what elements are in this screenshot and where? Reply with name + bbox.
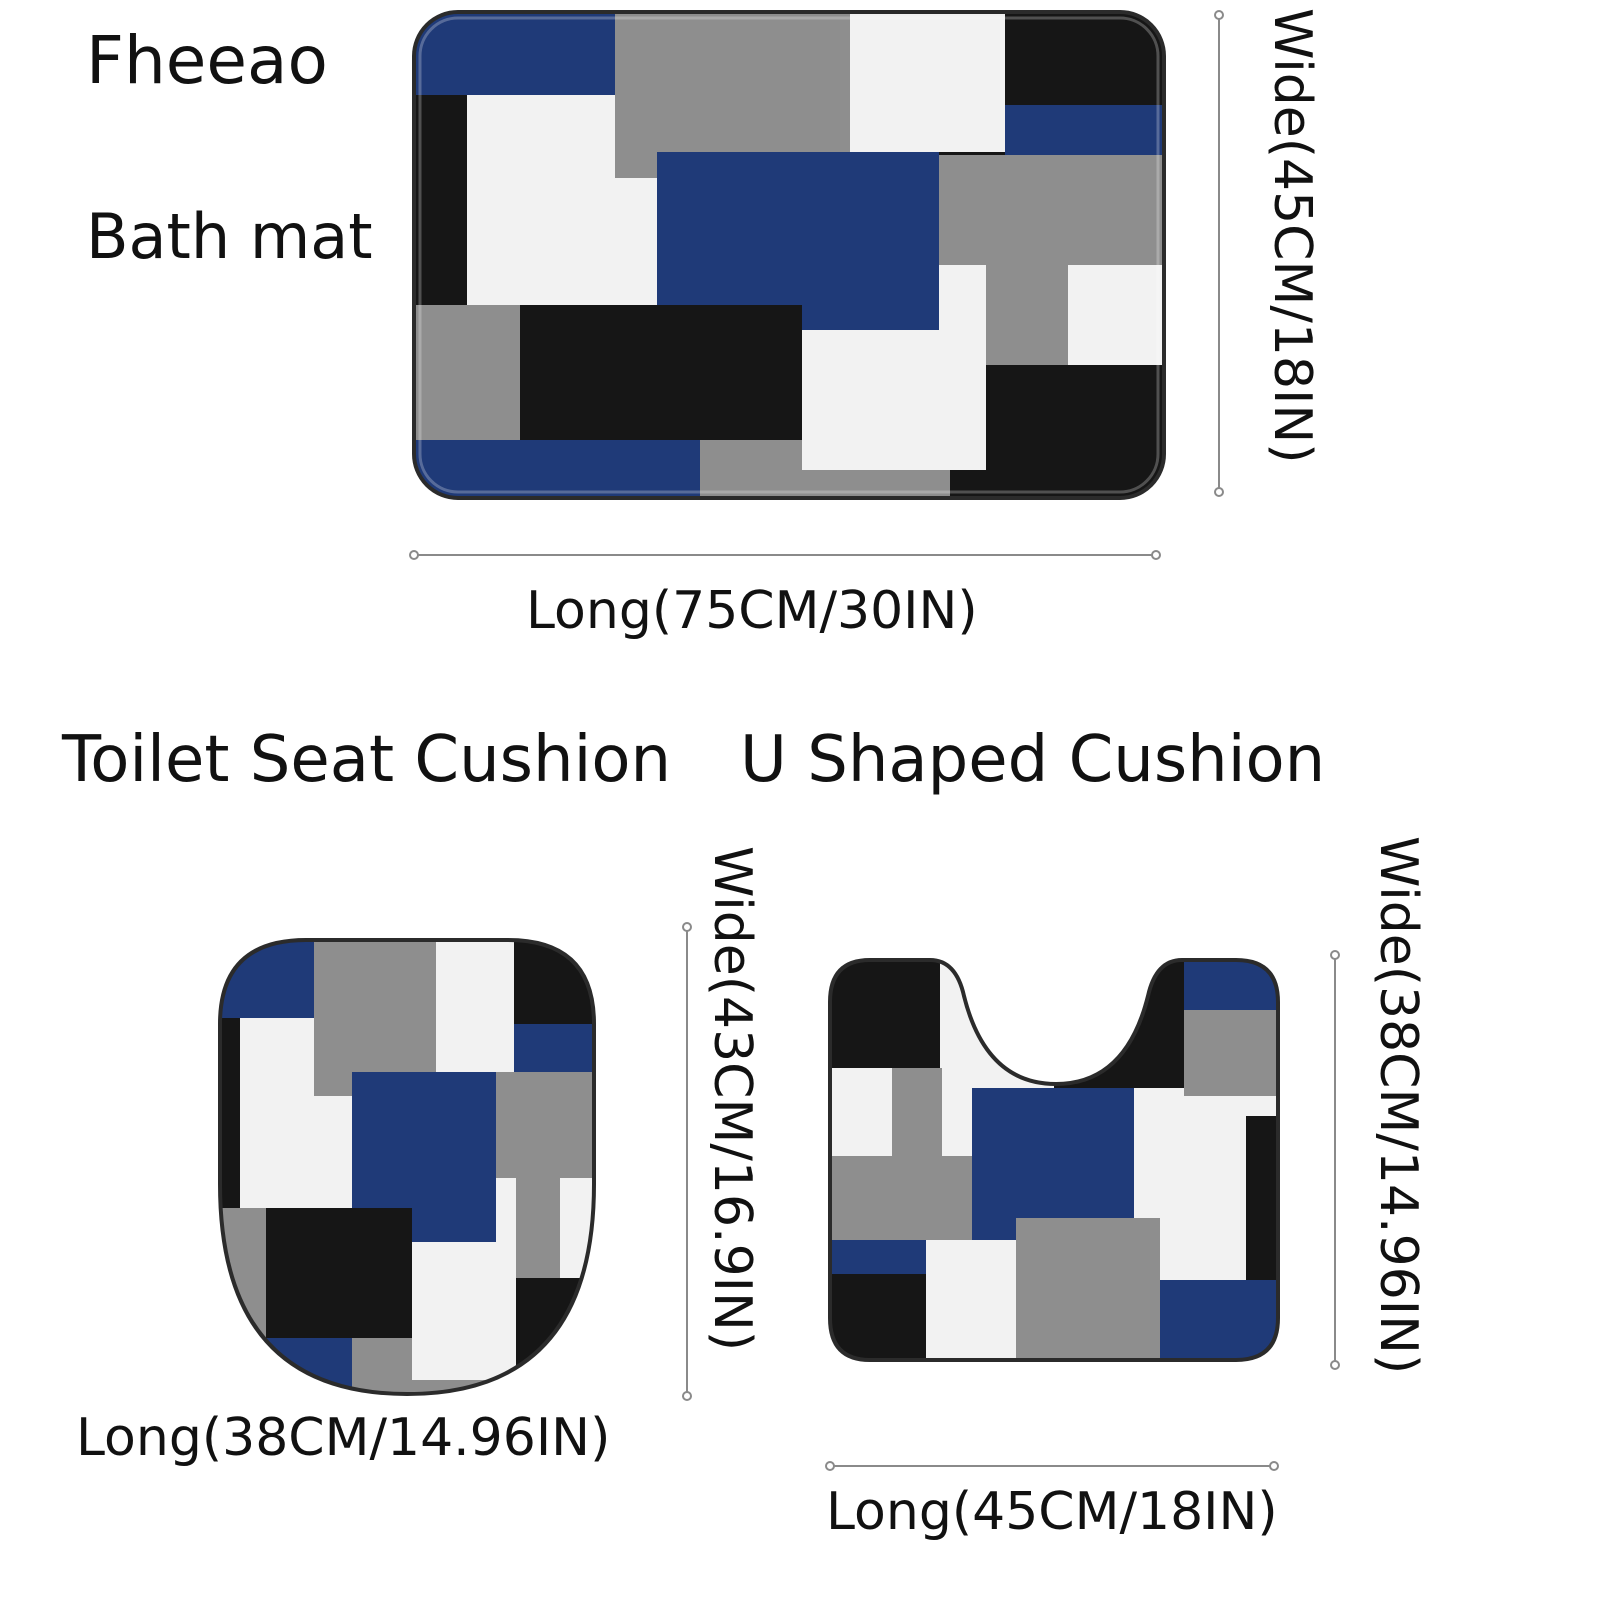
u-cushion-long-line-end — [1269, 1461, 1279, 1471]
u-shaped-cushion-image — [828, 958, 1280, 1362]
bath-mat-long-label: Long(75CM/30IN) — [526, 581, 978, 641]
toilet-seat-long-label: Long(38CM/14.96IN) — [76, 1408, 611, 1468]
u-cushion-wide-label: Wide(38CM/14.96IN) — [1368, 836, 1428, 1375]
u-cushion-long-label: Long(45CM/18IN) — [826, 1482, 1278, 1542]
u-cushion-long-line-start — [825, 1461, 835, 1471]
bath-mat-long-line-start — [409, 550, 419, 560]
toilet-seat-wide-line-start — [682, 922, 692, 932]
bath-mat-wide-line-start — [1214, 10, 1224, 20]
u-cushion-wide-line-start — [1330, 950, 1340, 960]
bath-mat-wide-line-end — [1214, 487, 1224, 497]
brand-name: Fheeao — [86, 22, 328, 99]
bath-mat-image — [412, 10, 1166, 500]
bath-mat-long-line-end — [1151, 550, 1161, 560]
u-shaped-cushion-title: U Shaped Cushion — [740, 723, 1326, 797]
bath-mat-title: Bath mat — [86, 200, 373, 273]
toilet-seat-cushion-title: Toilet Seat Cushion — [62, 723, 672, 797]
bath-mat-wide-label: Wide(45CM/18IN) — [1262, 8, 1322, 464]
toilet-seat-cushion-image — [218, 938, 596, 1397]
u-cushion-wide-line-end — [1330, 1360, 1340, 1370]
toilet-seat-wide-label: Wide(43CM/16.9IN) — [702, 846, 762, 1352]
toilet-seat-wide-line-end — [682, 1391, 692, 1401]
